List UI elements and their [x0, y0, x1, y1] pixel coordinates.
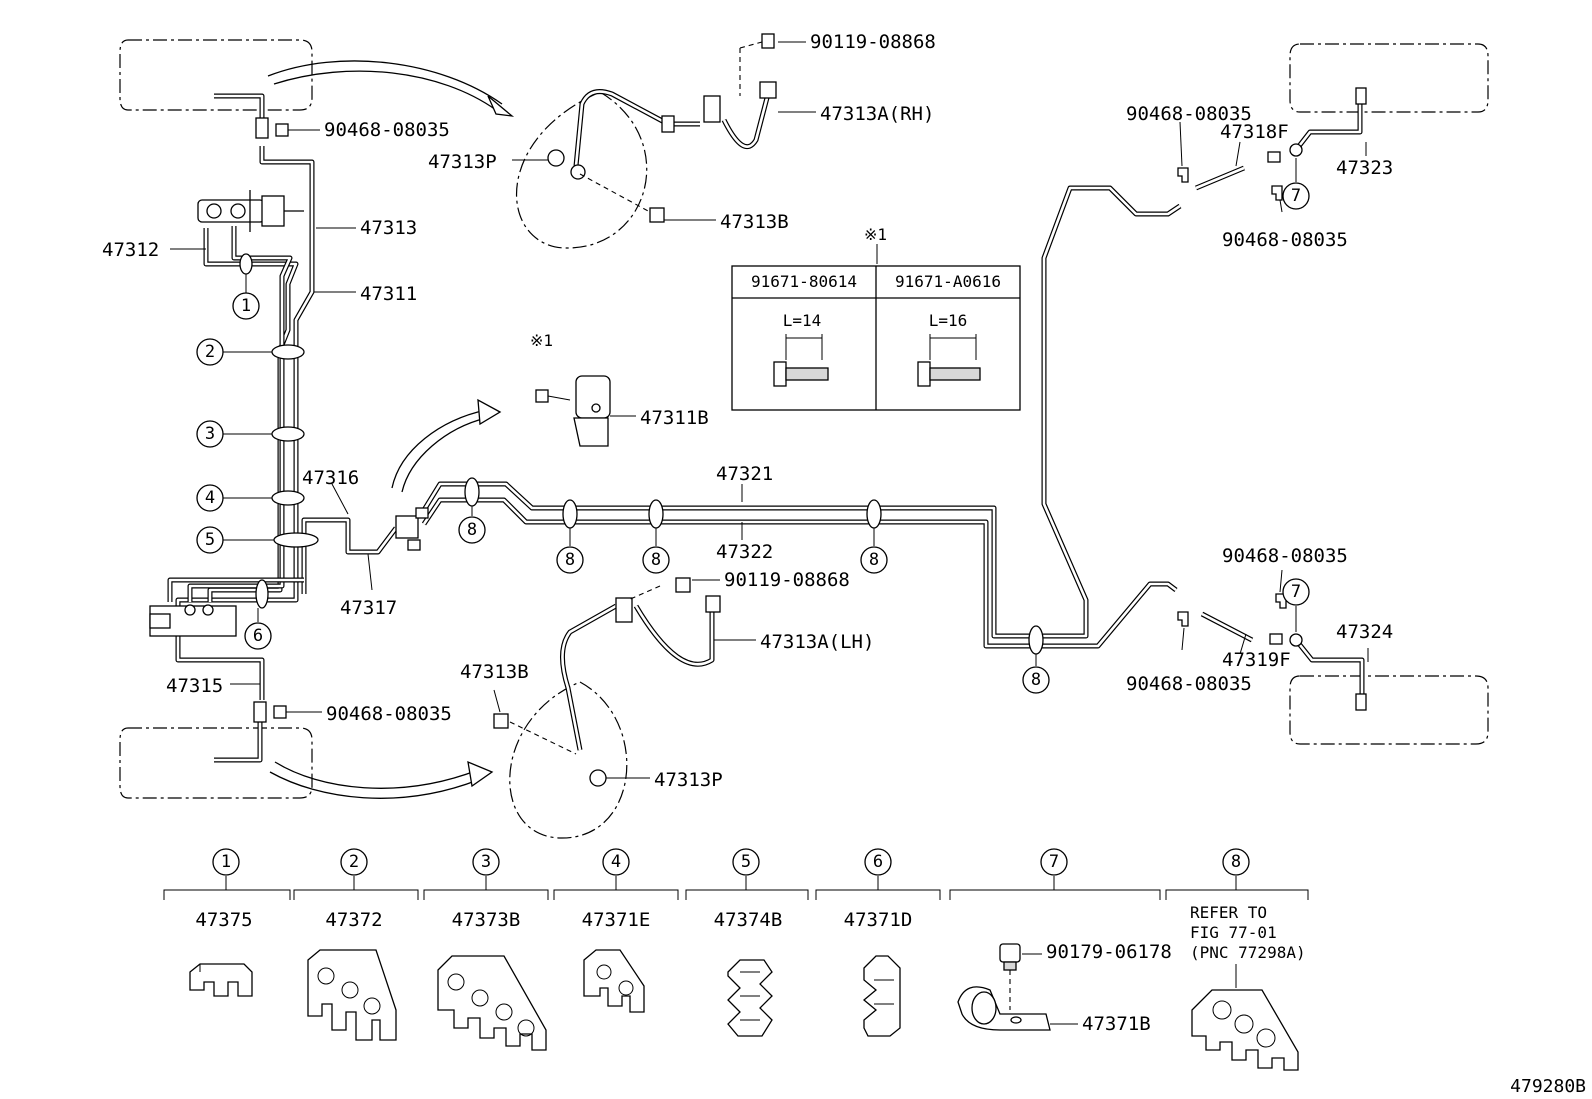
clamp-legend: 1 2 3 4 5 6 7 8 47375 47372 47373B 47371… [163, 848, 1309, 1071]
callout-7-bottom: 7 [1291, 582, 1301, 602]
rh-hose-area [516, 91, 648, 249]
clamp-47372 [307, 949, 397, 1041]
label-47317: 47317 [340, 597, 397, 619]
callout-8-e: 8 [1031, 670, 1041, 690]
legend-callout-4: 4 [611, 852, 621, 872]
legend-callout-3: 3 [481, 852, 491, 872]
legend-callout-6: 6 [873, 852, 883, 872]
label-47313b-top: 47313B [720, 211, 789, 233]
legend-refer-line-2: FIG 77-01 [1190, 923, 1277, 942]
hoses-fittings [214, 33, 1367, 787]
legend-callout-8: 8 [1231, 852, 1241, 872]
clamp-47371d [862, 955, 901, 1037]
pipe-clamps [239, 143, 1303, 655]
label-47323: 47323 [1336, 157, 1393, 179]
callout-8-d: 8 [869, 550, 879, 570]
label-47313a-lh: 47313A(LH) [760, 631, 874, 653]
label-90468-bottom-right-2: 90468-08035 [1126, 673, 1252, 695]
abs-actuator [149, 604, 237, 637]
clamp-47371b [957, 943, 1078, 1031]
legend-sub-clamp-7: 47371B [1082, 1013, 1151, 1035]
callout-1: 1 [241, 296, 251, 316]
callout-8-b: 8 [565, 550, 575, 570]
wheel-area-boxes [119, 39, 1489, 839]
callout-3: 3 [205, 424, 215, 444]
master-cylinder [197, 190, 304, 232]
callout-6: 6 [253, 626, 263, 646]
label-47313b-bottom: 47313B [460, 661, 529, 683]
note-mark-bracket: ※1 [530, 331, 553, 350]
callout-8-a: 8 [467, 520, 477, 540]
legend-callout-7: 7 [1049, 852, 1059, 872]
legend-callout-1: 1 [221, 852, 231, 872]
label-47313: 47313 [360, 217, 417, 239]
label-47311: 47311 [360, 283, 417, 305]
direction-arrows [267, 60, 515, 799]
legend-part-5: 47374B [714, 909, 783, 931]
legend-brackets [163, 876, 1309, 900]
label-90119-top: 90119-08868 [810, 31, 936, 53]
callout-2: 2 [205, 342, 215, 362]
leader-lines [170, 41, 1369, 779]
label-47321: 47321 [716, 463, 773, 485]
label-47313p-bottom: 47313P [654, 769, 723, 791]
diagram-callouts: 1 2 3 4 5 6 7 7 8 8 8 8 8 [196, 182, 1310, 694]
label-47318f: 47318F [1220, 121, 1289, 143]
label-47311b: 47311B [640, 407, 709, 429]
legend-sub-bolt-7: 90179-06178 [1046, 941, 1172, 963]
label-90468-bottom-left: 90468-08035 [326, 703, 452, 725]
clamp-47374b [727, 959, 773, 1037]
clamp-47371e [583, 949, 645, 1013]
clamp-47373b [437, 955, 547, 1051]
label-47312: 47312 [102, 239, 159, 261]
label-90468-top-left: 90468-08035 [324, 119, 450, 141]
callout-4: 4 [205, 488, 215, 508]
label-47316: 47316 [302, 467, 359, 489]
legend-part-4: 47371E [582, 909, 651, 931]
legend-callout-2: 2 [349, 852, 359, 872]
label-47313a-rh: 47313A(RH) [820, 103, 934, 125]
part-labels: 90119-08868 47313A(RH) 90468-08035 47313… [102, 31, 1393, 791]
legend-refer-line-1: REFER TO [1190, 903, 1267, 922]
bolt-length-2: L=16 [929, 311, 968, 330]
label-47324: 47324 [1336, 621, 1393, 643]
lh-hose-area [509, 681, 628, 839]
label-90119-mid: 90119-08868 [724, 569, 850, 591]
legend-callout-5: 5 [741, 852, 751, 872]
label-90468-bottom-right-1: 90468-08035 [1222, 545, 1348, 567]
legend-part-1: 47375 [195, 909, 252, 931]
callout-7-top: 7 [1291, 186, 1301, 206]
label-47313p-top: 47313P [428, 151, 497, 173]
bolt-header-1: 91671-80614 [751, 272, 857, 291]
label-90468-top-right-1: 90468-08035 [1126, 103, 1252, 125]
bolt-header-2: 91671-A0616 [895, 272, 1001, 291]
note-mark-table: ※1 [864, 225, 887, 244]
callout-8-c: 8 [651, 550, 661, 570]
clamp-refer [1191, 964, 1299, 1071]
label-47319f: 47319F [1222, 649, 1291, 671]
clamp-47375 [189, 963, 253, 997]
bolt-length-1: L=14 [783, 311, 822, 330]
legend-part-2: 47372 [325, 909, 382, 931]
label-47322: 47322 [716, 541, 773, 563]
bolt-table: ※1 91671-80614 91671-A0616 L=14 L=16 [731, 225, 1021, 411]
label-90468-top-right-2: 90468-08035 [1222, 229, 1348, 251]
legend-part-6: 47371D [844, 909, 913, 931]
legend-refer-line-3: (PNC 77298A) [1190, 943, 1306, 962]
label-47315: 47315 [166, 675, 223, 697]
callout-5: 5 [205, 530, 215, 550]
legend-callouts: 1 2 3 4 5 6 7 8 [212, 848, 1250, 876]
figure-code: 479280B [1510, 1076, 1586, 1097]
legend-part-3: 47373B [452, 909, 521, 931]
